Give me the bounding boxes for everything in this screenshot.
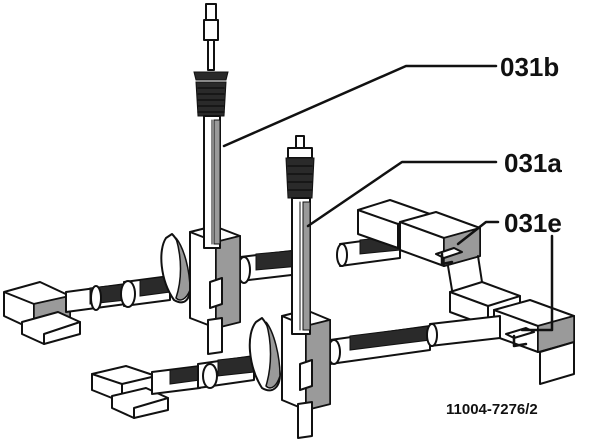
- callout-label-031b: 031b: [500, 52, 559, 82]
- rear-lever-handle: [160, 233, 191, 304]
- leader-031e-lower: [520, 234, 554, 332]
- rear-shaft-rod: [65, 235, 401, 313]
- rear-left-end-block: [3, 281, 81, 345]
- front-lever-handle: [248, 317, 281, 392]
- front-shaft-rod: [151, 315, 501, 395]
- rear-bracket-block: [189, 225, 241, 355]
- upper-rail-block: [357, 199, 481, 267]
- callout-label-031e: 031e: [504, 208, 562, 238]
- probe-rod-031a: [285, 135, 315, 335]
- front-shaft-assembly: [91, 135, 501, 439]
- probe-rod-031b: [193, 3, 229, 249]
- leader-031b: [222, 64, 498, 148]
- figure-reference-number: 11004-7276/2: [446, 401, 538, 418]
- callout-labels: 031b 031a 031e: [500, 52, 562, 238]
- leader-031e-upper: [456, 220, 500, 246]
- front-bracket-block: [281, 309, 331, 439]
- front-left-end-block: [91, 365, 169, 419]
- rear-shaft-assembly: [3, 3, 401, 355]
- rail-connector: [447, 255, 483, 291]
- leader-031a: [306, 160, 498, 228]
- leader-lines: [222, 64, 554, 332]
- callout-label-031a: 031a: [504, 148, 562, 178]
